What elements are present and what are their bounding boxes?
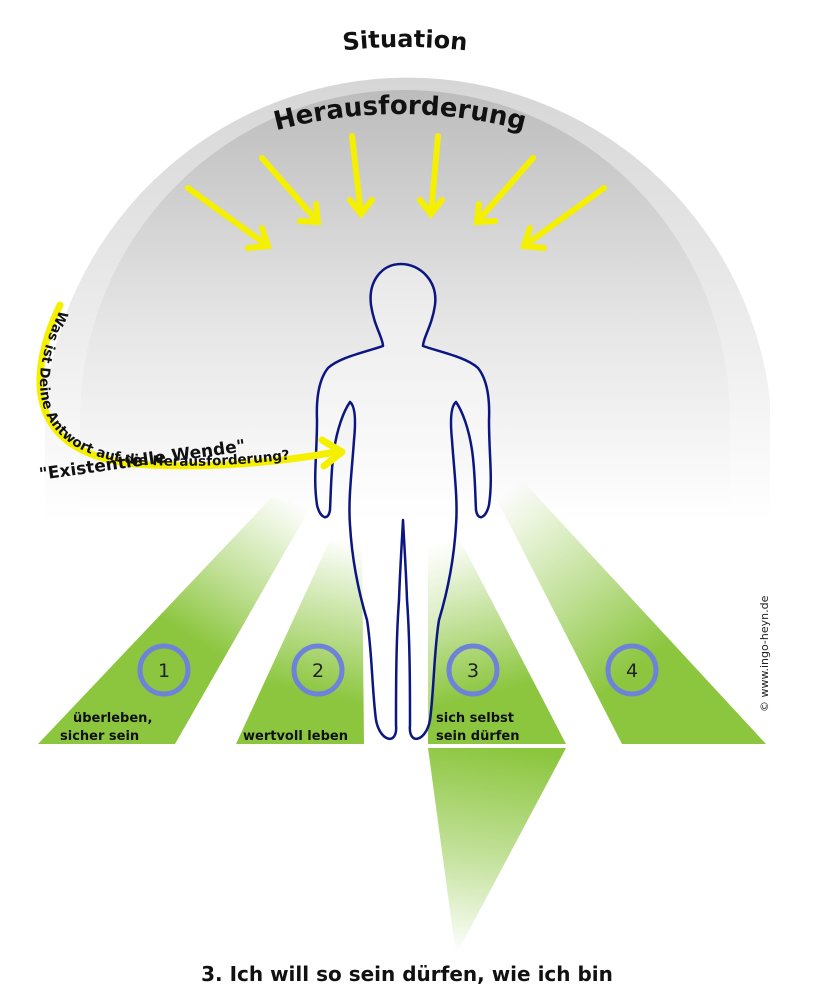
path-number-label-2: 2: [312, 660, 324, 682]
path-circle-3: [446, 643, 500, 697]
path-1: [38, 497, 310, 744]
challenge-arrow: [417, 133, 445, 219]
path-number-label-4: 4: [626, 660, 638, 682]
path-2: [236, 540, 364, 744]
copyright-label: © www.ingo-heyn.de: [758, 595, 771, 712]
human-figure: [313, 262, 493, 740]
path-3-label-line-2: sein dürfen: [436, 729, 520, 744]
challenge-arrow: [473, 155, 536, 226]
path-4: [492, 478, 766, 744]
path-number-4: 4: [605, 643, 659, 697]
challenge-arrow: [185, 185, 273, 251]
path-3-label-line-1: sich selbst: [436, 711, 514, 726]
challenge-arrow: [259, 155, 322, 226]
path-2-label: wertvoll leben: [243, 729, 348, 744]
path-1-label-line-2: sicher sein: [60, 729, 139, 744]
path-circle-2: [291, 643, 345, 697]
path-number-label-1: 1: [158, 660, 170, 682]
path-number-2: 2: [291, 643, 345, 697]
challenge-dome: [80, 90, 730, 520]
challenge-arrow: [519, 185, 607, 251]
path-number-3: 3: [446, 643, 500, 697]
path-1-label-line-1: überleben,: [73, 711, 152, 726]
path-circle-4: [605, 643, 659, 697]
path-circle-1: [137, 643, 191, 697]
challenge-arrows: [185, 133, 607, 251]
situation-label: Situation: [341, 25, 469, 56]
path-number-label-3: 3: [467, 660, 479, 682]
caption: 3. Ich will so sein dürfen, wie ich bin: [201, 962, 613, 986]
challenge-arrow: [347, 133, 375, 219]
question-arrow: [36, 301, 340, 470]
path-number-1: 1: [137, 643, 191, 697]
question-arrow-head: [318, 436, 346, 470]
path-3-extension: [428, 748, 566, 955]
